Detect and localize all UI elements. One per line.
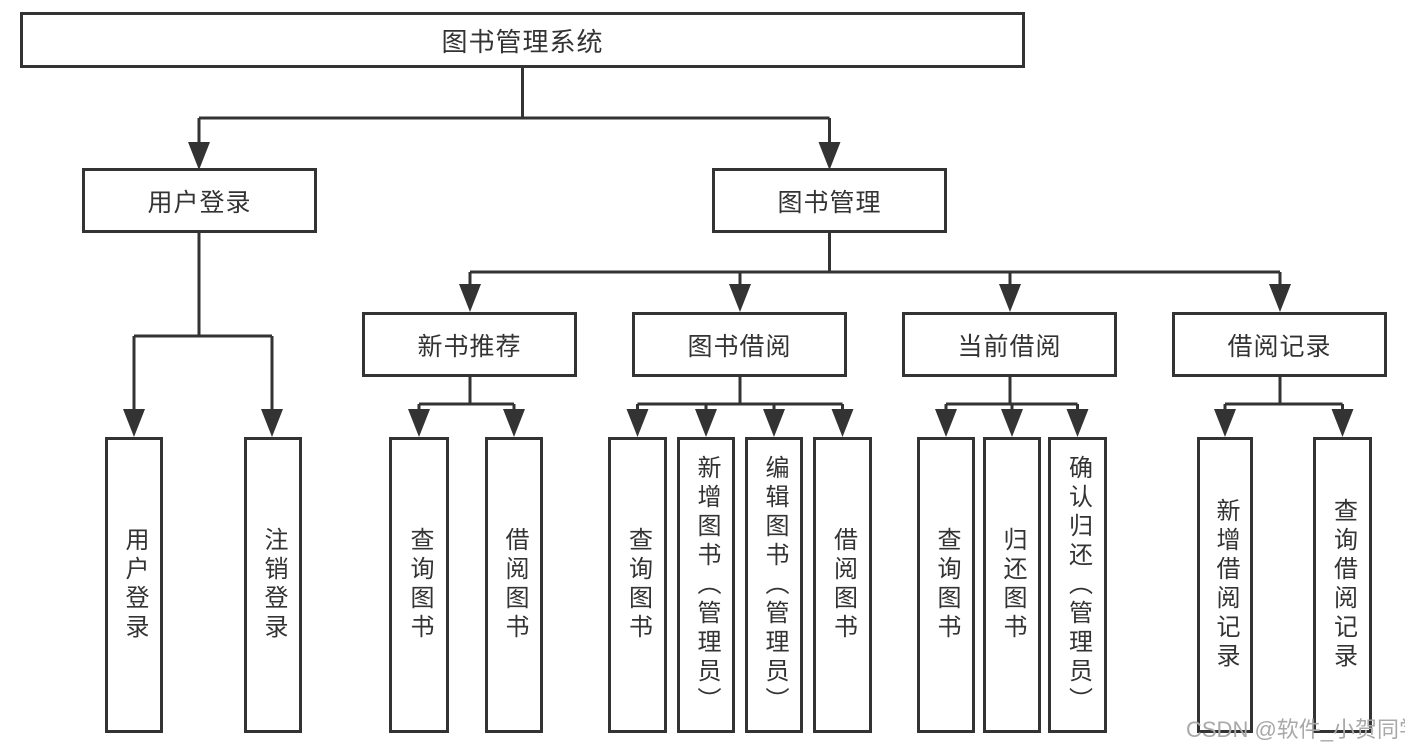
arrow-icon [1269, 284, 1291, 312]
node-borrowing-records: 借阅记录 [1172, 312, 1387, 377]
node-label: 图书借阅 [687, 332, 792, 361]
node-label: 借阅记录 [1227, 332, 1332, 361]
node-label: 编辑图书（管理员） [761, 454, 788, 716]
node-current-borrowing: 当前借阅 [902, 312, 1117, 377]
node-label: 查询图书 [406, 527, 433, 643]
node-label: 查询图书 [624, 527, 652, 643]
node-book-management-branch: 图书管理 [712, 168, 947, 233]
leaf-edit-books-admin: 编辑图书（管理员） [745, 437, 803, 733]
arrowheads [123, 142, 1354, 437]
node-label: 借阅图书 [501, 527, 528, 643]
leaf-return-books: 归还图书 [983, 437, 1041, 733]
arrow-icon [935, 409, 957, 437]
node-label: 借阅图书 [829, 527, 857, 643]
leaf-add-books-admin: 新增图书（管理员） [677, 437, 735, 733]
node-label: 用户登录 [147, 188, 252, 217]
leaf-borrow-books-recommend: 借阅图书 [485, 437, 543, 733]
node-label: 新书推荐 [417, 332, 522, 361]
connector-paths [132, 68, 1344, 414]
arrow-icon [1001, 409, 1023, 437]
arrow-icon [831, 409, 854, 437]
arrow-icon [999, 284, 1021, 312]
node-label: 用户登录 [121, 527, 148, 643]
arrow-icon [818, 142, 841, 170]
node-label: 查询图书 [933, 527, 960, 643]
arrow-icon [261, 409, 283, 437]
leaf-confirm-return-admin: 确认归还（管理员） [1048, 437, 1107, 733]
node-label: 注销登录 [260, 527, 287, 643]
leaf-logout: 注销登录 [244, 437, 302, 733]
node-label: 新增图书（管理员） [693, 454, 720, 716]
arrow-icon [1066, 409, 1089, 437]
leaf-add-borrow-record: 新增借阅记录 [1197, 437, 1253, 733]
node-label: 查询借阅记录 [1329, 498, 1357, 672]
arrow-icon [1214, 409, 1236, 437]
leaf-query-books-current: 查询图书 [917, 437, 975, 733]
arrow-icon [1331, 409, 1354, 437]
node-label: 图书管理系统 [441, 26, 604, 57]
arrow-icon [626, 409, 649, 437]
node-book-borrowing: 图书借阅 [632, 312, 847, 377]
node-label: 归还图书 [999, 527, 1026, 643]
arrow-icon [503, 409, 525, 437]
arrow-icon [459, 284, 481, 312]
csdn-watermark: CSDN @软件_小贺同学 [1186, 717, 1405, 742]
node-label: 新增借阅记录 [1212, 498, 1239, 672]
leaf-query-books-borrow: 查询图书 [608, 437, 667, 733]
arrow-icon [408, 409, 430, 437]
arrow-icon [123, 409, 145, 437]
node-label: 当前借阅 [957, 332, 1062, 361]
node-library-management-system: 图书管理系统 [20, 12, 1025, 68]
node-label: 图书管理 [777, 188, 882, 217]
node-new-book-recommendation: 新书推荐 [362, 312, 577, 377]
node-label: 确认归还（管理员） [1064, 454, 1092, 716]
arrow-icon [695, 409, 717, 437]
leaf-query-borrow-record: 查询借阅记录 [1313, 437, 1372, 733]
leaf-borrow-books: 借阅图书 [813, 437, 872, 733]
leaf-query-books-recommend: 查询图书 [389, 437, 449, 733]
arrow-icon [188, 142, 210, 170]
leaf-user-login: 用户登录 [105, 437, 163, 733]
node-user-login-branch: 用户登录 [82, 168, 317, 233]
arrow-icon [763, 409, 785, 437]
arrow-icon [729, 284, 751, 312]
